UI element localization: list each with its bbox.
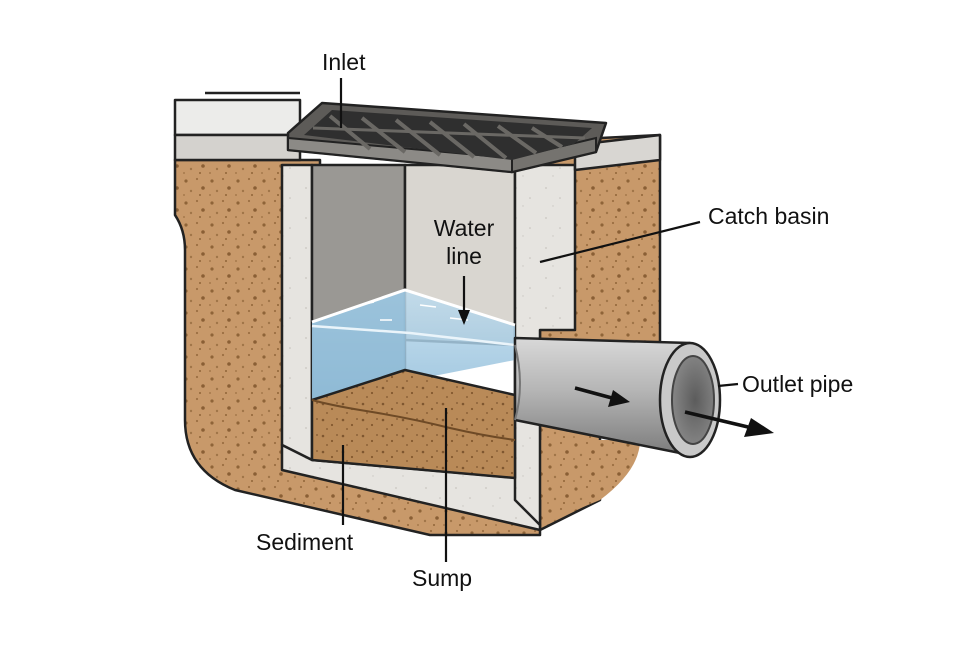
water-line-arrow bbox=[458, 276, 470, 325]
label-water-line-1: Water bbox=[434, 215, 495, 241]
inlet-grate bbox=[286, 101, 608, 174]
sediment-layer bbox=[310, 368, 517, 480]
label-sediment: Sediment bbox=[256, 529, 354, 555]
curb-slab bbox=[173, 91, 302, 162]
label-sump: Sump bbox=[412, 565, 472, 591]
flow-arrow-outside bbox=[684, 410, 774, 437]
flow-arrow-inside bbox=[574, 386, 630, 407]
label-catch-basin: Catch basin bbox=[708, 203, 829, 229]
outlet-pipe-leader bbox=[717, 382, 739, 388]
label-inlet: Inlet bbox=[322, 49, 366, 75]
label-water-line-2: line bbox=[446, 243, 482, 269]
label-outlet-pipe: Outlet pipe bbox=[742, 371, 853, 397]
catch-basin-leader bbox=[539, 220, 701, 264]
